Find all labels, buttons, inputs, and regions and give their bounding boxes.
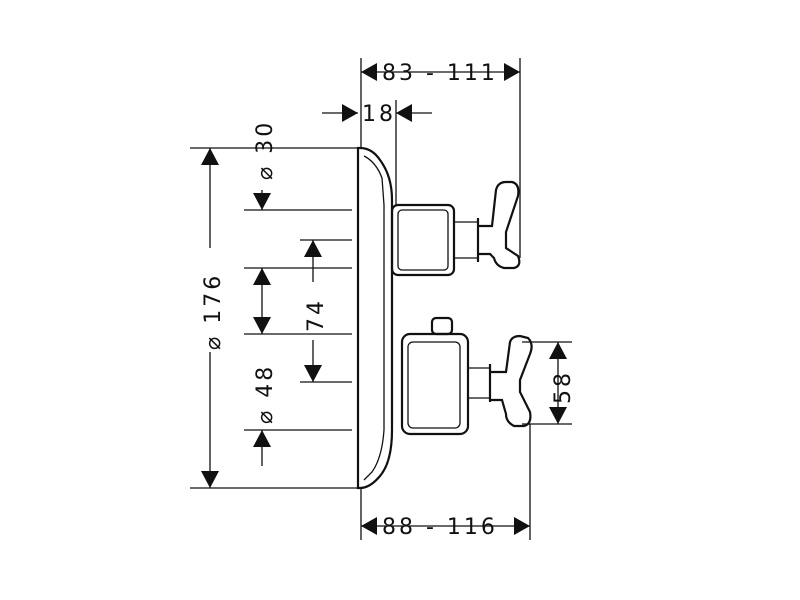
dimension-label-upper-diameter: ⌀ 30 (253, 120, 278, 180)
dimension-label-depth-bottom: 88 - 116 (382, 515, 498, 540)
dimension-depth-top: 83 - 111 (360, 58, 521, 258)
dimension-center-distance: 74 (300, 239, 352, 383)
dimension-depth-bottom: 88 - 116 (360, 424, 531, 540)
dimension-upper-diameter: ⌀ 30 (244, 120, 352, 334)
dimension-wall-offset: 18 (322, 100, 432, 205)
cover-plate (356, 146, 394, 490)
dimension-label-depth-top: 83 - 111 (382, 61, 498, 86)
dimension-lower-diameter: ⌀ 48 (244, 317, 352, 466)
dimension-label-lower-diameter: ⌀ 48 (253, 364, 278, 424)
dimension-label-center-distance: 74 (304, 298, 329, 332)
upper-valve (390, 180, 521, 277)
dimension-label-handle-height: 58 (551, 370, 576, 404)
dimension-handle-height: 58 (522, 341, 576, 425)
lower-valve (400, 316, 533, 436)
dimension-plate-diameter: ⌀ 176 (190, 147, 358, 489)
dimension-label-wall-offset: 18 (362, 102, 396, 127)
dimension-label-plate-diameter: ⌀ 176 (201, 273, 226, 350)
